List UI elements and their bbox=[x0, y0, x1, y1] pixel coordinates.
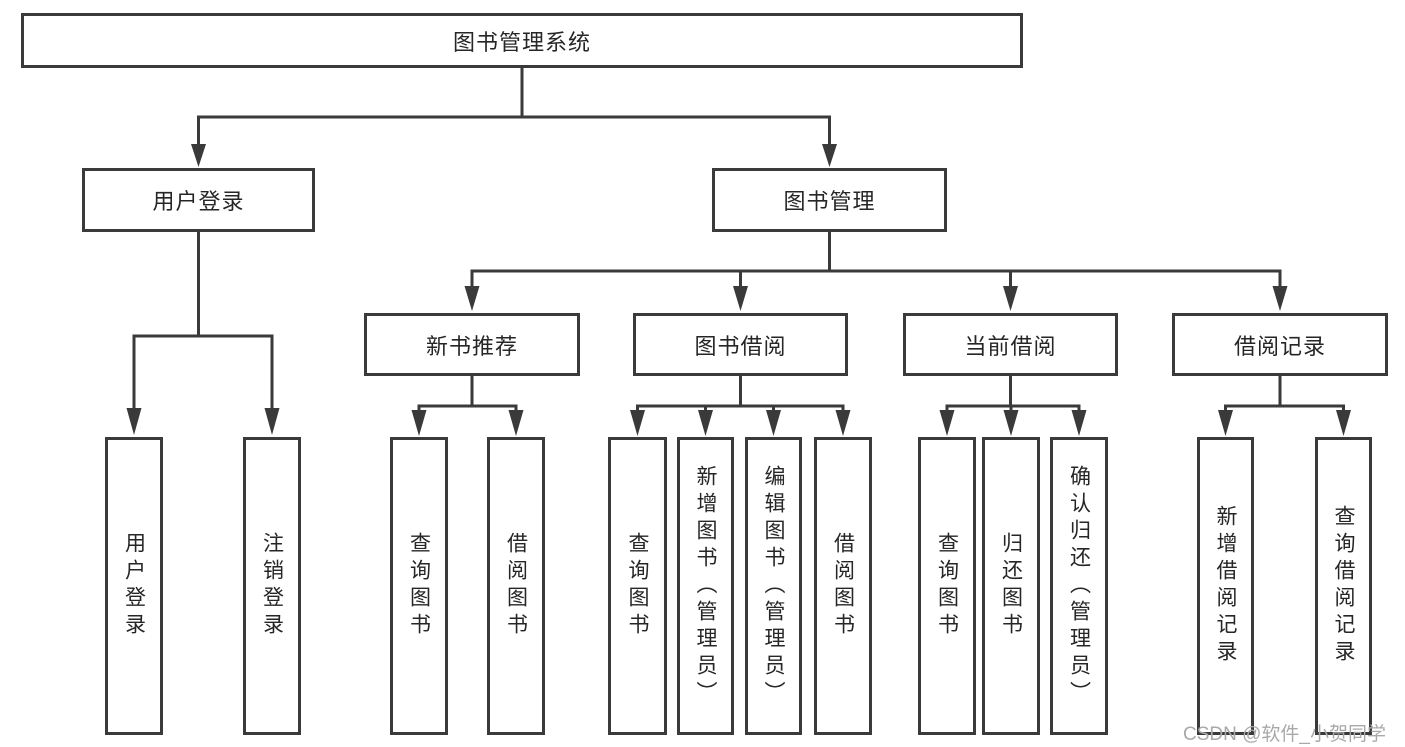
leaf-query-borrow-record-label: 查询借阅记录 bbox=[1332, 505, 1356, 667]
node-book-management-system: 图书管理系统 bbox=[21, 13, 1023, 68]
node-user-login: 用户登录 bbox=[82, 168, 315, 232]
leaf-add-borrow-record: 新增借阅记录 bbox=[1197, 437, 1254, 735]
leaf-query-books-borrow: 查询图书 bbox=[608, 437, 667, 735]
node-book-management: 图书管理 bbox=[712, 168, 947, 232]
leaf-user-login: 用户登录 bbox=[105, 437, 163, 735]
leaf-return-books-label: 归还图书 bbox=[999, 532, 1023, 640]
leaf-query-borrow-record: 查询借阅记录 bbox=[1315, 437, 1372, 735]
leaf-borrow-books-recommend-label: 借阅图书 bbox=[504, 532, 528, 640]
leaf-edit-book-admin: 编辑图书（管理员） bbox=[745, 437, 802, 735]
leaf-query-books-current-label: 查询图书 bbox=[935, 532, 959, 640]
leaf-borrow-books-recommend: 借阅图书 bbox=[487, 437, 545, 735]
leaf-query-books-recommend: 查询图书 bbox=[390, 437, 448, 735]
leaf-edit-book-admin-label: 编辑图书（管理员） bbox=[762, 464, 786, 708]
leaf-confirm-return-admin-label: 确认归还（管理员） bbox=[1067, 464, 1091, 708]
watermark: CSDN @软件_小贺同学 bbox=[1183, 724, 1386, 745]
leaf-user-login-label: 用户登录 bbox=[122, 532, 146, 640]
leaf-query-books-recommend-label: 查询图书 bbox=[407, 532, 431, 640]
leaf-add-borrow-record-label: 新增借阅记录 bbox=[1214, 505, 1238, 667]
leaf-borrow-books: 借阅图书 bbox=[814, 437, 872, 735]
leaf-query-books-current: 查询图书 bbox=[918, 437, 976, 735]
node-book-borrow: 图书借阅 bbox=[633, 313, 848, 376]
node-borrow-records: 借阅记录 bbox=[1172, 313, 1388, 376]
leaf-logout-label: 注销登录 bbox=[260, 532, 284, 640]
leaf-add-book-admin: 新增图书（管理员） bbox=[677, 437, 734, 735]
leaf-query-books-borrow-label: 查询图书 bbox=[626, 532, 650, 640]
leaf-borrow-books-label: 借阅图书 bbox=[831, 532, 855, 640]
leaf-confirm-return-admin: 确认归还（管理员） bbox=[1050, 437, 1108, 735]
leaf-add-book-admin-label: 新增图书（管理员） bbox=[694, 464, 718, 708]
node-current-borrow: 当前借阅 bbox=[903, 313, 1118, 376]
leaf-logout: 注销登录 bbox=[243, 437, 301, 735]
leaf-return-books: 归还图书 bbox=[982, 437, 1040, 735]
node-new-book-recommend: 新书推荐 bbox=[364, 313, 580, 376]
